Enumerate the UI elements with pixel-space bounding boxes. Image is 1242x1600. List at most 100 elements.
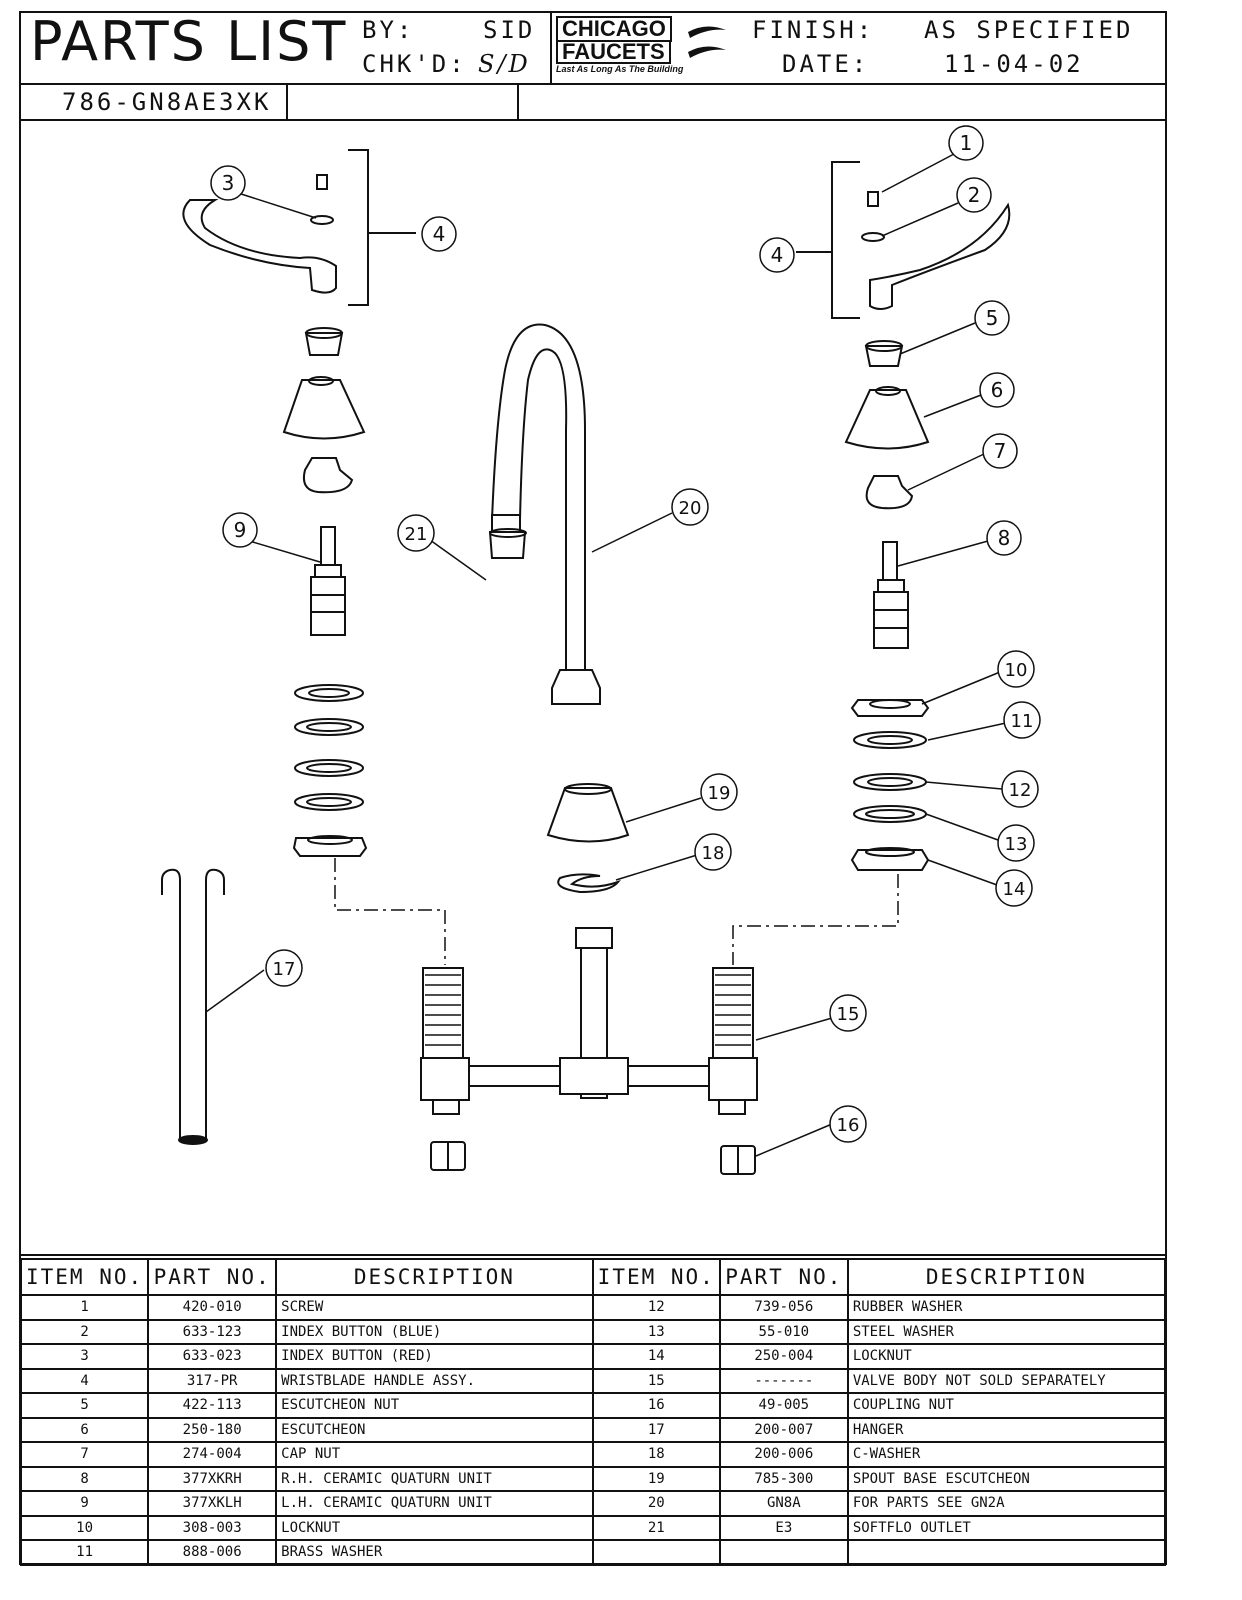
callout-1: 1 [948,125,984,161]
svg-text:15: 15 [837,1004,860,1025]
callout-17: 17 [265,949,303,987]
svg-text:2: 2 [968,183,981,207]
left-handle-assembly [182,149,416,306]
item-no-cell: 8 [19,1465,150,1492]
item-no-cell: 17 [591,1416,721,1443]
part-no-cell: 420-010 [147,1294,278,1321]
logo-tagline: Last As Long As The Building [556,64,684,74]
callout-21: 21 [397,514,435,552]
description-cell: INDEX BUTTON (BLUE) [275,1318,594,1345]
part-no-cell: 250-180 [147,1416,278,1443]
callout-4-left: 4 [421,216,457,252]
by-value: SID [483,16,536,44]
callout-4-right: 4 [759,237,795,273]
item-no-cell: 5 [19,1392,150,1419]
part-no-cell: 200-007 [718,1416,849,1443]
description-cell: LOCKNUT [846,1343,1167,1370]
callout-14: 14 [995,869,1033,907]
svg-text:19: 19 [708,783,731,804]
part-no-cell: 888-006 [147,1539,278,1566]
description-cell: SCREW [275,1294,594,1321]
part-no-cell: 49-005 [718,1392,849,1419]
part-no-cell: 633-023 [147,1343,278,1370]
item-no-cell: 7 [19,1441,150,1468]
part-no-cell: 200-006 [718,1441,849,1468]
svg-text:10: 10 [1005,660,1028,681]
header-description: DESCRIPTION [275,1258,594,1296]
description-cell: ESCUTCHEON [275,1416,594,1443]
item-no-cell: 18 [591,1441,721,1468]
part-no-cell: 377XKRH [147,1465,278,1492]
item-no-cell: 19 [591,1465,721,1492]
description-cell: INDEX BUTTON (RED) [275,1343,594,1370]
callout-9: 9 [222,512,258,548]
description-cell: RUBBER WASHER [846,1294,1167,1321]
header-description: DESCRIPTION [846,1258,1167,1296]
description-cell: CAP NUT [275,1441,594,1468]
finish-value: AS SPECIFIED [924,16,1134,44]
svg-text:4: 4 [433,222,446,246]
callout-2: 2 [956,177,992,213]
item-no-cell: 11 [19,1539,150,1566]
callout-7: 7 [982,433,1018,469]
svg-text:8: 8 [998,526,1011,550]
svg-text:4: 4 [771,243,784,267]
callout-5: 5 [974,300,1010,336]
header-item-no: ITEM NO. [19,1258,150,1296]
part-no-cell: ------- [718,1367,849,1394]
parts-table: ITEM NO. PART NO. DESCRIPTION ITEM NO. P… [19,1258,1167,1566]
svg-text:17: 17 [273,959,296,980]
description-cell: HANGER [846,1416,1167,1443]
part-no-cell: 317-PR [147,1367,278,1394]
date-value: 11-04-02 [944,50,1084,78]
description-cell: VALVE BODY NOT SOLD SEPARATELY [846,1367,1167,1394]
callout-15: 15 [829,994,867,1032]
callout-3: 3 [210,165,246,201]
part-no-cell: 308-003 [147,1514,278,1541]
part-no-cell: 633-123 [147,1318,278,1345]
part-no-cell: 55-010 [718,1318,849,1345]
item-no-cell: 21 [591,1514,721,1541]
header-item-no: ITEM NO. [591,1258,721,1296]
description-cell: ESCUTCHEON NUT [275,1392,594,1419]
description-cell: R.H. CERAMIC QUATURN UNIT [275,1465,594,1492]
description-cell: COUPLING NUT [846,1392,1167,1419]
logo-line2: FAUCETS [556,40,671,64]
callout-19: 19 [700,773,738,811]
logo-swoosh-icon [688,26,726,58]
header-part-no: PART NO. [718,1258,849,1296]
part-no-cell: 250-004 [718,1343,849,1370]
item-no-cell: 10 [19,1514,150,1541]
svg-text:9: 9 [234,518,247,542]
description-cell: FOR PARTS SEE GN2A [846,1490,1167,1517]
part-no-cell: 785-300 [718,1465,849,1492]
page-title: PARTS LIST [30,10,348,73]
callout-13: 13 [997,824,1035,862]
item-no-cell: 15 [591,1367,721,1394]
svg-text:14: 14 [1003,879,1026,900]
part-no-cell: 739-056 [718,1294,849,1321]
callout-20: 20 [671,488,709,526]
callout-18: 18 [694,833,732,871]
description-cell: WRISTBLADE HANDLE ASSY. [275,1367,594,1394]
svg-text:12: 12 [1009,780,1032,801]
svg-text:13: 13 [1005,834,1028,855]
svg-text:5: 5 [986,306,999,330]
part-no-cell: 274-004 [147,1441,278,1468]
part-no-cell: 377XKLH [147,1490,278,1517]
description-cell: SPOUT BASE ESCUTCHEON [846,1465,1167,1492]
item-no-cell: 2 [19,1318,150,1345]
header-part-no: PART NO. [147,1258,278,1296]
company-logo: CHICAGO FAUCETS Last As Long As The Buil… [556,16,736,80]
model-number: 786-GN8AE3XK [62,88,272,116]
item-no-cell: 20 [591,1490,721,1517]
